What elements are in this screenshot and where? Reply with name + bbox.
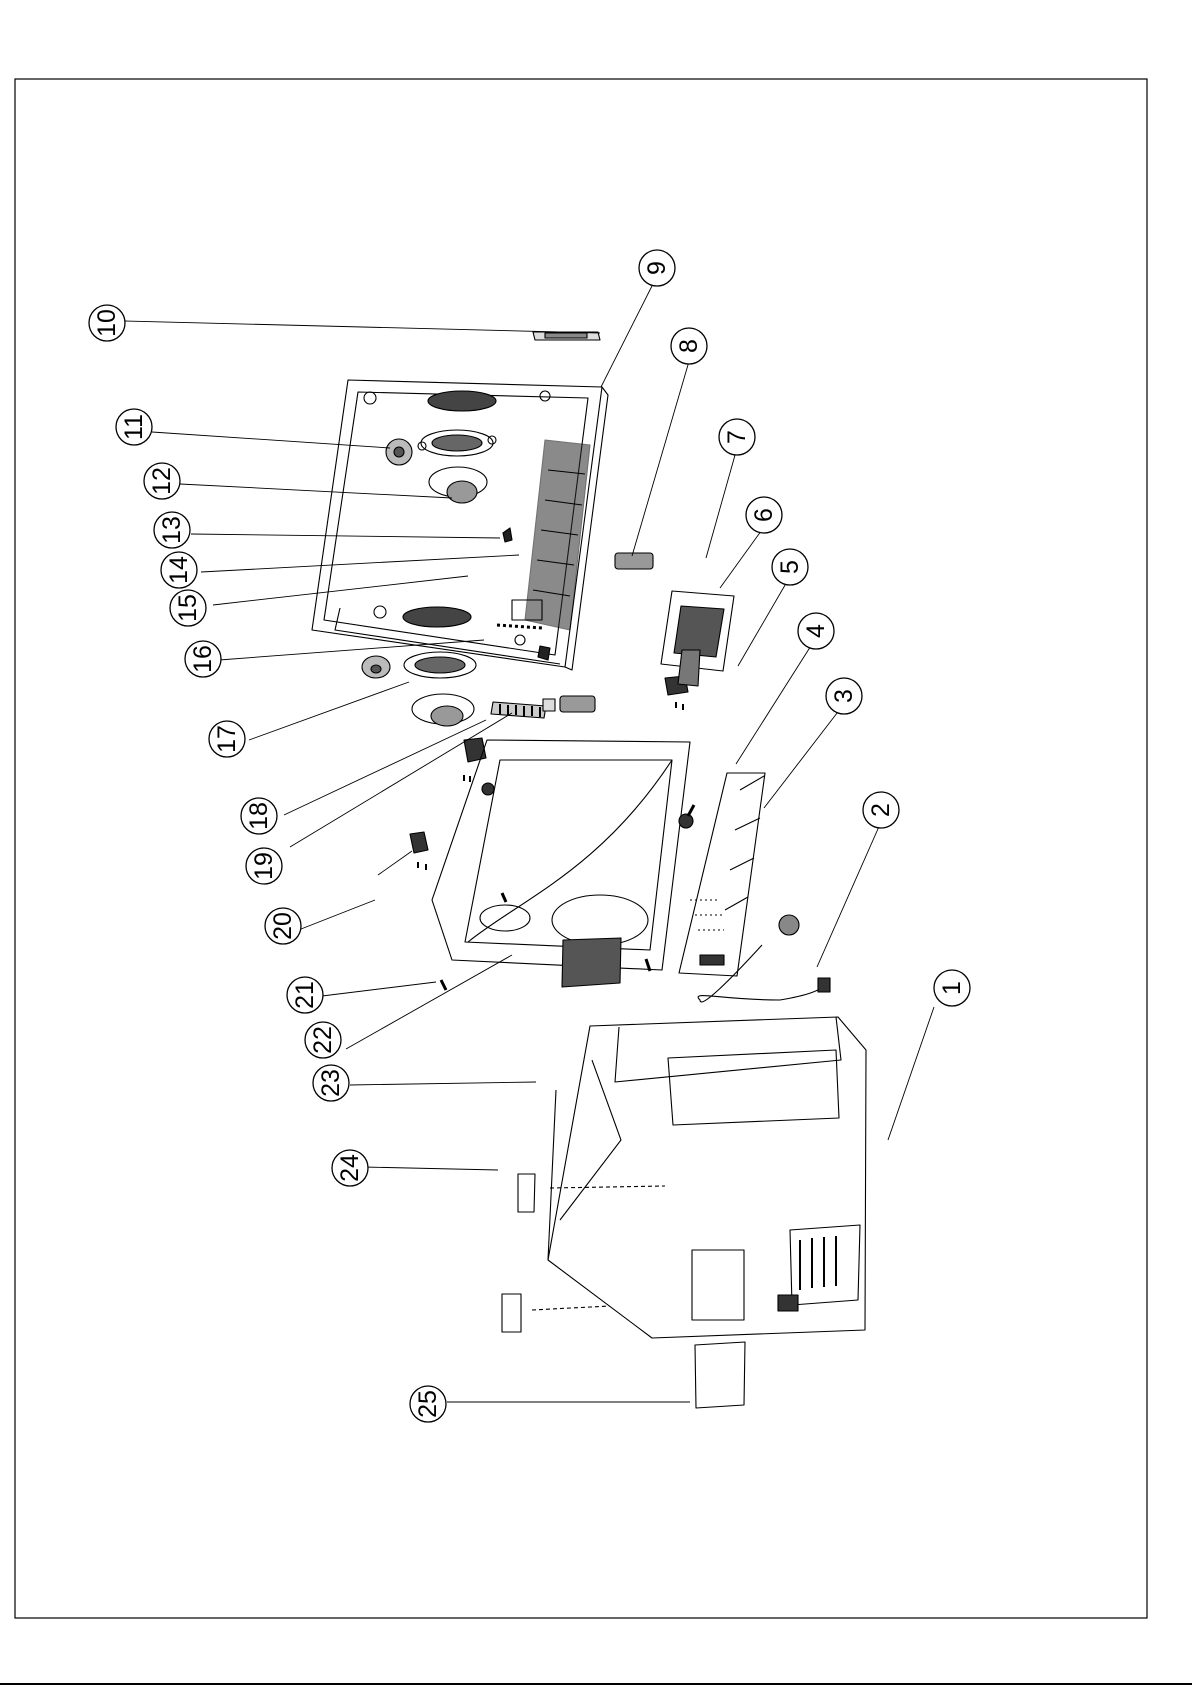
callout-number: 8: [675, 339, 703, 353]
callout-number: 3: [830, 689, 858, 703]
part-13-clip: [503, 528, 512, 542]
callout-11: 11: [116, 409, 152, 445]
callout-23: 23: [313, 1065, 349, 1101]
callout-9: 9: [639, 250, 675, 286]
part-3-chassis: [679, 773, 765, 976]
parts-16-17-speakers: [362, 652, 476, 726]
callout-22: 22: [305, 1022, 341, 1058]
callouts: 1234567891011121314151617181920212223242…: [89, 250, 970, 1422]
callout-number: 25: [414, 1390, 442, 1418]
callout-number: 17: [213, 725, 241, 753]
callout-4: 4: [798, 613, 834, 649]
part-10-button-bar: [533, 332, 600, 340]
callout-number: 9: [643, 261, 671, 275]
callout-3: 3: [826, 678, 862, 714]
callout-number: 16: [189, 645, 217, 673]
callout-20: 20: [265, 908, 301, 944]
parts-11-12-speakers: [386, 430, 496, 503]
callout-number: 12: [148, 467, 176, 495]
part-23-block: [562, 938, 621, 987]
callout-number: 24: [336, 1154, 364, 1182]
leader-lines: [125, 278, 934, 1402]
drawing-frame: [15, 79, 1147, 1618]
callout-number: 2: [867, 803, 895, 817]
callout-number: 20: [269, 912, 297, 940]
part-9-front-cabinet: [312, 380, 608, 670]
callout-15: 15: [170, 590, 206, 626]
callout-8: 8: [671, 328, 707, 364]
part-19-terminal-strip: [491, 702, 546, 718]
callout-number: 4: [802, 624, 830, 638]
callout-number: 18: [245, 802, 273, 830]
part-7-connector: [543, 696, 595, 712]
callout-13: 13: [154, 512, 190, 548]
part-1-rear-cover: [548, 1017, 866, 1338]
part-25-labels: [502, 1294, 745, 1408]
callout-10: 10: [89, 305, 125, 341]
callout-21: 21: [287, 977, 323, 1013]
part-24-label: [518, 1174, 665, 1212]
callout-1: 1: [934, 970, 970, 1006]
part-22-picture-tube: [432, 740, 693, 970]
callout-14: 14: [161, 552, 197, 588]
callout-5: 5: [772, 549, 808, 585]
callout-number: 11: [120, 414, 148, 440]
callout-number: 13: [158, 516, 186, 544]
callout-number: 5: [776, 560, 804, 574]
callout-number: 22: [309, 1026, 337, 1054]
callout-2: 2: [863, 792, 899, 828]
callout-12: 12: [144, 463, 180, 499]
callout-number: 1: [938, 981, 966, 995]
callout-number: 14: [165, 556, 193, 584]
part-5-6-board: [661, 591, 734, 686]
callout-number: 7: [723, 430, 751, 444]
parts-14-15-fasteners: [497, 625, 550, 660]
callout-16: 16: [185, 641, 221, 677]
callout-19: 19: [246, 848, 282, 884]
callout-18: 18: [241, 798, 277, 834]
callout-6: 6: [746, 497, 782, 533]
callout-number: 19: [250, 852, 278, 880]
callout-25: 25: [410, 1386, 446, 1422]
callout-7: 7: [719, 419, 755, 455]
callout-number: 6: [750, 508, 778, 522]
callout-17: 17: [209, 721, 245, 757]
callout-24: 24: [332, 1150, 368, 1186]
illustration: [312, 332, 866, 1408]
callout-number: 15: [174, 594, 202, 622]
callout-number: 21: [291, 981, 319, 1009]
part-20-bracket: [410, 832, 428, 870]
callout-number: 23: [317, 1069, 345, 1097]
callout-number: 10: [93, 309, 121, 337]
part-8-connector: [615, 553, 653, 569]
